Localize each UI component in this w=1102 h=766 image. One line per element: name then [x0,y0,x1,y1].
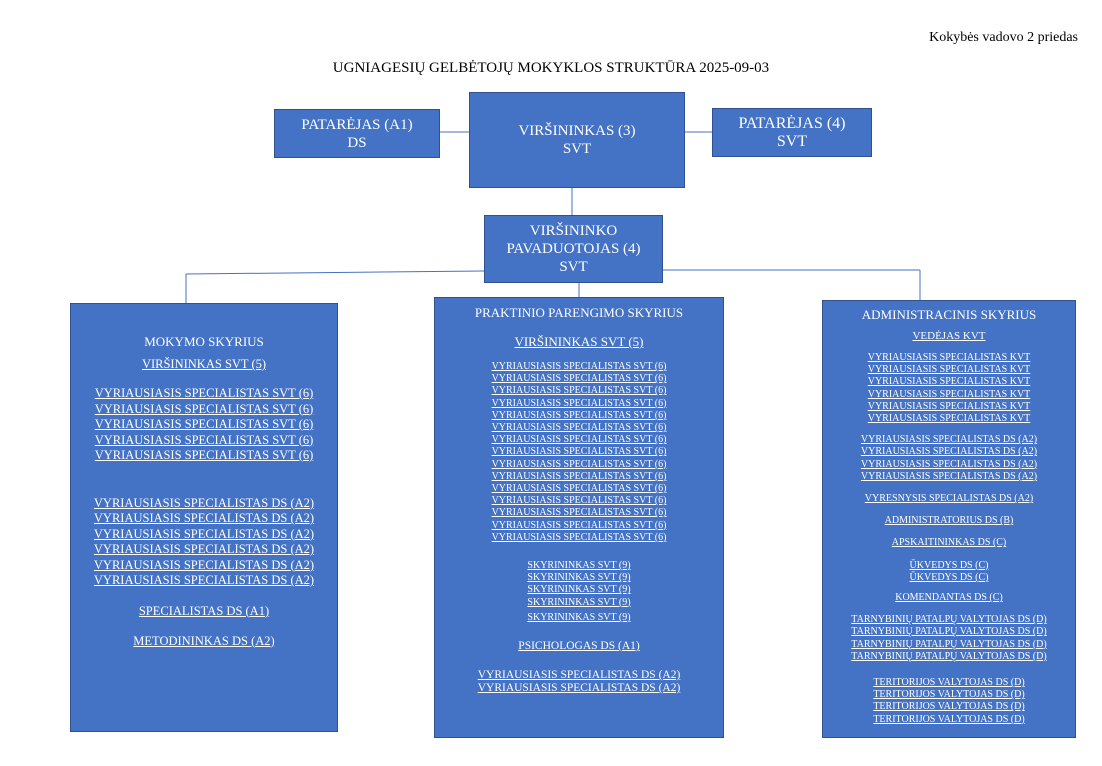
list-item: VYRIAUSIASIS SPECIALISTAS SVT (6) [491,422,667,434]
advisor-right-line2: SVT [776,132,808,150]
list-item: VYRIAUSIASIS SPECIALISTAS DS (A2) [93,511,315,525]
list-item: TARNYBINIŲ PATALPŲ VALYTOJAS DS (D) [851,626,1047,638]
advisor-right-line1: PATARĖJAS (4) [738,114,846,132]
deputy-line1: VIRŠININKO [529,223,618,239]
dept-mokymo-ds-list: VYRIAUSIASIS SPECIALISTAS DS (A2) VYRIAU… [71,496,337,589]
head-line1: VIRŠININKAS (3) [518,123,636,139]
connector-deputy-left [185,270,485,275]
list-item: TERITORIJOS VALYTOJAS DS (D) [873,689,1025,701]
dept-praktinio-ds-list: VYRIAUSIASIS SPECIALISTAS DS (A2) VYRIAU… [435,669,723,695]
dept-mokymo-specialist: SPECIALISTAS DS (A1) [138,603,270,618]
dept-admin-managers-list: ŪKVEDYS DS (C) ŪKVEDYS DS (C) [823,560,1075,584]
list-item: VYRIAUSIASIS SPECIALISTAS SVT (6) [491,519,667,531]
list-item: ŪKVEDYS DS (C) [909,559,989,571]
list-item: VYRIAUSIASIS SPECIALISTAS SVT (6) [491,458,667,470]
list-item: TERITORIJOS VALYTOJAS DS (D) [873,713,1025,725]
list-item: SKYRININKAS SVT (9) [527,596,631,608]
dept-praktinio-psychologist: PSICHOLOGAS DS (A1) [518,640,640,653]
list-item: TERITORIJOS VALYTOJAS DS (D) [873,677,1025,689]
list-item: VYRIAUSIASIS SPECIALISTAS SVT (6) [491,397,667,409]
list-item: VYRIAUSIASIS SPECIALISTAS SVT (6) [94,448,314,462]
list-item: VYRIAUSIASIS SPECIALISTAS SVT (6) [94,417,314,431]
list-item: VYRIAUSIASIS SPECIALISTAS SVT (6) [94,386,314,400]
list-item: VYRIAUSIASIS SPECIALISTAS SVT (6) [491,507,667,519]
list-item: SKYRININKAS SVT (9) [527,611,631,623]
dept-admin-administrator: ADMINISTRATORIUS DS (B) [884,515,1014,527]
list-item: VYRIAUSIASIS SPECIALISTAS SVT (6) [491,434,667,446]
list-item: VYRIAUSIASIS SPECIALISTAS SVT (6) [491,495,667,507]
list-item: VYRIAUSIASIS SPECIALISTAS KVT [867,400,1031,412]
list-item: VYRIAUSIASIS SPECIALISTAS DS (A2) [860,470,1038,482]
list-item: TARNYBINIŲ PATALPŲ VALYTOJAS DS (D) [851,614,1047,626]
dept-mokymo-chief: VIRŠININKAS SVT (5) [141,357,267,371]
dept-admin-cleaners-list: TARNYBINIŲ PATALPŲ VALYTOJAS DS (D) TARN… [823,614,1075,663]
list-item: SKYRININKAS SVT (9) [527,584,631,596]
list-item: VYRIAUSIASIS SPECIALISTAS DS (A2) [93,526,315,541]
head-line2: SVT [562,141,592,157]
dept-admin-head: VEDĖJAS KVT [912,330,986,342]
list-item: VYRIAUSIASIS SPECIALISTAS KVT [867,413,1031,425]
advisor-left-line2: DS [347,134,367,151]
dept-praktinio-title: PRAKTINIO PARENGIMO SKYRIUS [474,305,684,320]
list-item: VYRIAUSIASIS SPECIALISTAS SVT (6) [491,385,667,397]
dept-mokymo-svt-list: VYRIAUSIASIS SPECIALISTAS SVT (6) VYRIAU… [71,386,337,464]
dept-praktinio-svt-list: VYRIAUSIASIS SPECIALISTAS SVT (6) VYRIAU… [435,361,723,544]
dept-admin-accountant: APSKAITININKAS DS (C) [891,537,1007,549]
dept-mokymo-methodist: METODININKAS DS (A2) [133,633,275,648]
dept-praktinio-chief: VIRŠININKAS SVT (5) [514,334,644,349]
list-item: VYRIAUSIASIS SPECIALISTAS DS (A2) [93,495,315,510]
dept-admin-territory-list: TERITORIJOS VALYTOJAS DS (D) TERITORIJOS… [823,677,1075,726]
list-item: VYRIAUSIASIS SPECIALISTAS SVT (6) [491,483,667,495]
list-item: VYRIAUSIASIS SPECIALISTAS SVT (6) [491,373,667,385]
list-item: VYRIAUSIASIS SPECIALISTAS KVT [867,388,1031,400]
dept-admin-commandant: KOMENDANTAS DS (C) [895,592,1003,604]
list-item: VYRIAUSIASIS SPECIALISTAS SVT (6) [94,432,314,447]
list-item: VYRIAUSIASIS SPECIALISTAS SVT (6) [491,531,667,543]
list-item: VYRIAUSIASIS SPECIALISTAS DS (A2) [860,434,1038,446]
list-item: TARNYBINIŲ PATALPŲ VALYTOJAS DS (D) [851,650,1047,662]
dept-admin-kvt-list: VYRIAUSIASIS SPECIALISTAS KVT VYRIAUSIAS… [823,352,1075,425]
list-item: VYRIAUSIASIS SPECIALISTAS SVT (6) [491,470,667,482]
list-item: VYRIAUSIASIS SPECIALISTAS DS (A2) [477,669,681,682]
deputy-line2: PAVADUOTOJAS (4) [506,241,641,257]
list-item: VYRIAUSIASIS SPECIALISTAS DS (A2) [93,542,315,556]
dept-admin-ds-list: VYRIAUSIASIS SPECIALISTAS DS (A2) VYRIAU… [823,434,1075,483]
list-item: SKYRININKAS SVT (9) [527,560,631,572]
head-box: VIRŠININKAS (3) SVT [469,92,685,188]
list-item: VYRIAUSIASIS SPECIALISTAS KVT [867,352,1031,363]
list-item: VYRIAUSIASIS SPECIALISTAS SVT (6) [491,409,667,421]
list-item: VYRIAUSIASIS SPECIALISTAS DS (A2) [93,573,315,587]
list-item: TERITORIJOS VALYTOJAS DS (D) [873,701,1025,713]
advisor-left-line1: PATARĖJAS (A1) [301,116,413,133]
dept-mokymo-title: MOKYMO SKYRIUS [144,334,264,349]
list-item: VYRIAUSIASIS SPECIALISTAS DS (A2) [860,458,1038,470]
list-item: VYRIAUSIASIS SPECIALISTAS DS (A2) [477,682,681,695]
advisor-right-box: PATARĖJAS (4) SVT [712,108,872,157]
dept-praktinio: PRAKTINIO PARENGIMO SKYRIUS VIRŠININKAS … [434,297,724,738]
list-item: ŪKVEDYS DS (C) [909,571,989,583]
dept-mokymo: MOKYMO SKYRIUS VIRŠININKAS SVT (5) VYRIA… [70,303,338,732]
list-item: TARNYBINIŲ PATALPŲ VALYTOJAS DS (D) [851,638,1047,650]
annex-label: Kokybės vadovo 2 priedas [929,30,1078,45]
list-item: VYRIAUSIASIS SPECIALISTAS SVT (6) [491,446,667,458]
chart-title: UGNIAGESIŲ GELBĖTOJŲ MOKYKLOS STRUKTŪRA … [332,60,770,76]
list-item: VYRIAUSIASIS SPECIALISTAS KVT [867,376,1031,388]
dept-admin-title: ADMINISTRACINIS SKYRIUS [861,307,1037,322]
list-item: VYRIAUSIASIS SPECIALISTAS SVT (6) [491,361,667,372]
list-item: VYRIAUSIASIS SPECIALISTAS DS (A2) [93,557,315,572]
dept-admin: ADMINISTRACINIS SKYRIUS VEDĖJAS KVT VYRI… [822,300,1076,738]
dept-admin-senior: VYRESNYSIS SPECIALISTAS DS (A2) [864,493,1034,505]
deputy-box: VIRŠININKO PAVADUOTOJAS (4) SVT [484,215,663,283]
advisor-left-box: PATARĖJAS (A1) DS [274,109,440,158]
dept-praktinio-skyrininkai-list: SKYRININKAS SVT (9) SKYRININKAS SVT (9) … [435,560,723,624]
deputy-line3: SVT [559,259,588,275]
list-item: VYRIAUSIASIS SPECIALISTAS DS (A2) [860,446,1038,458]
list-item: VYRIAUSIASIS SPECIALISTAS KVT [867,364,1031,376]
list-item: SKYRININKAS SVT (9) [527,572,631,584]
list-item: VYRIAUSIASIS SPECIALISTAS SVT (6) [94,401,314,416]
